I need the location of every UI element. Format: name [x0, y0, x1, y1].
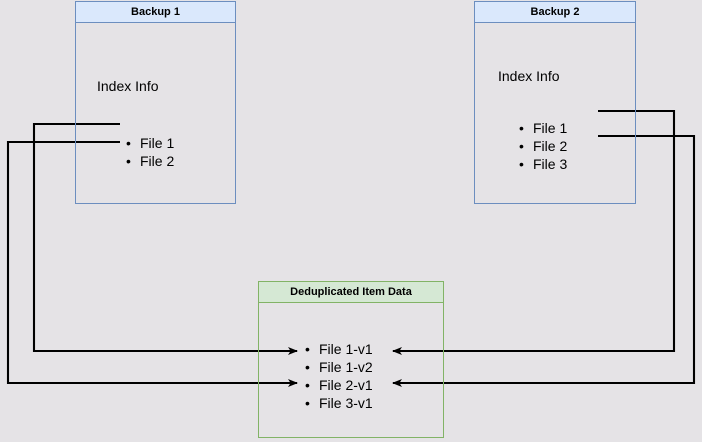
deduplicated-item-list: File 1-v1 File 1-v2 File 2-v1 File 3-v1 [305, 340, 373, 412]
backup-1-file-item[interactable]: File 1 [126, 134, 174, 152]
backup-2-file-item[interactable]: File 2 [519, 137, 567, 155]
backup-2-file-item[interactable]: File 1 [519, 119, 567, 137]
backup-1-body: Index Info File 1 File 2 [75, 23, 236, 204]
deduplicated-item[interactable]: File 1-v1 [305, 340, 373, 358]
backup-1-box[interactable]: Backup 1 Index Info File 1 File 2 [75, 1, 236, 204]
deduplicated-item[interactable]: File 1-v2 [305, 358, 373, 376]
backup-1-title: Backup 1 [75, 1, 236, 23]
backup-2-index-label: Index Info [498, 68, 560, 84]
backup-2-body: Index Info File 1 File 2 File 3 [474, 23, 636, 204]
deduplicated-item-data-body: File 1-v1 File 1-v2 File 2-v1 File 3-v1 [258, 303, 444, 438]
backup-2-title: Backup 2 [474, 1, 636, 23]
backup-2-file-list: File 1 File 2 File 3 [519, 119, 567, 173]
backup-2-file-item[interactable]: File 3 [519, 155, 567, 173]
backup-1-index-label: Index Info [97, 78, 159, 94]
backup-2-box[interactable]: Backup 2 Index Info File 1 File 2 File 3 [474, 1, 636, 204]
backup-1-file-list: File 1 File 2 [126, 134, 174, 170]
deduplicated-item-data-title: Deduplicated Item Data [258, 281, 444, 303]
deduplicated-item[interactable]: File 3-v1 [305, 394, 373, 412]
deduplicated-item[interactable]: File 2-v1 [305, 376, 373, 394]
deduplicated-item-data-box[interactable]: Deduplicated Item Data File 1-v1 File 1-… [258, 281, 444, 438]
backup-1-file-item[interactable]: File 2 [126, 152, 174, 170]
